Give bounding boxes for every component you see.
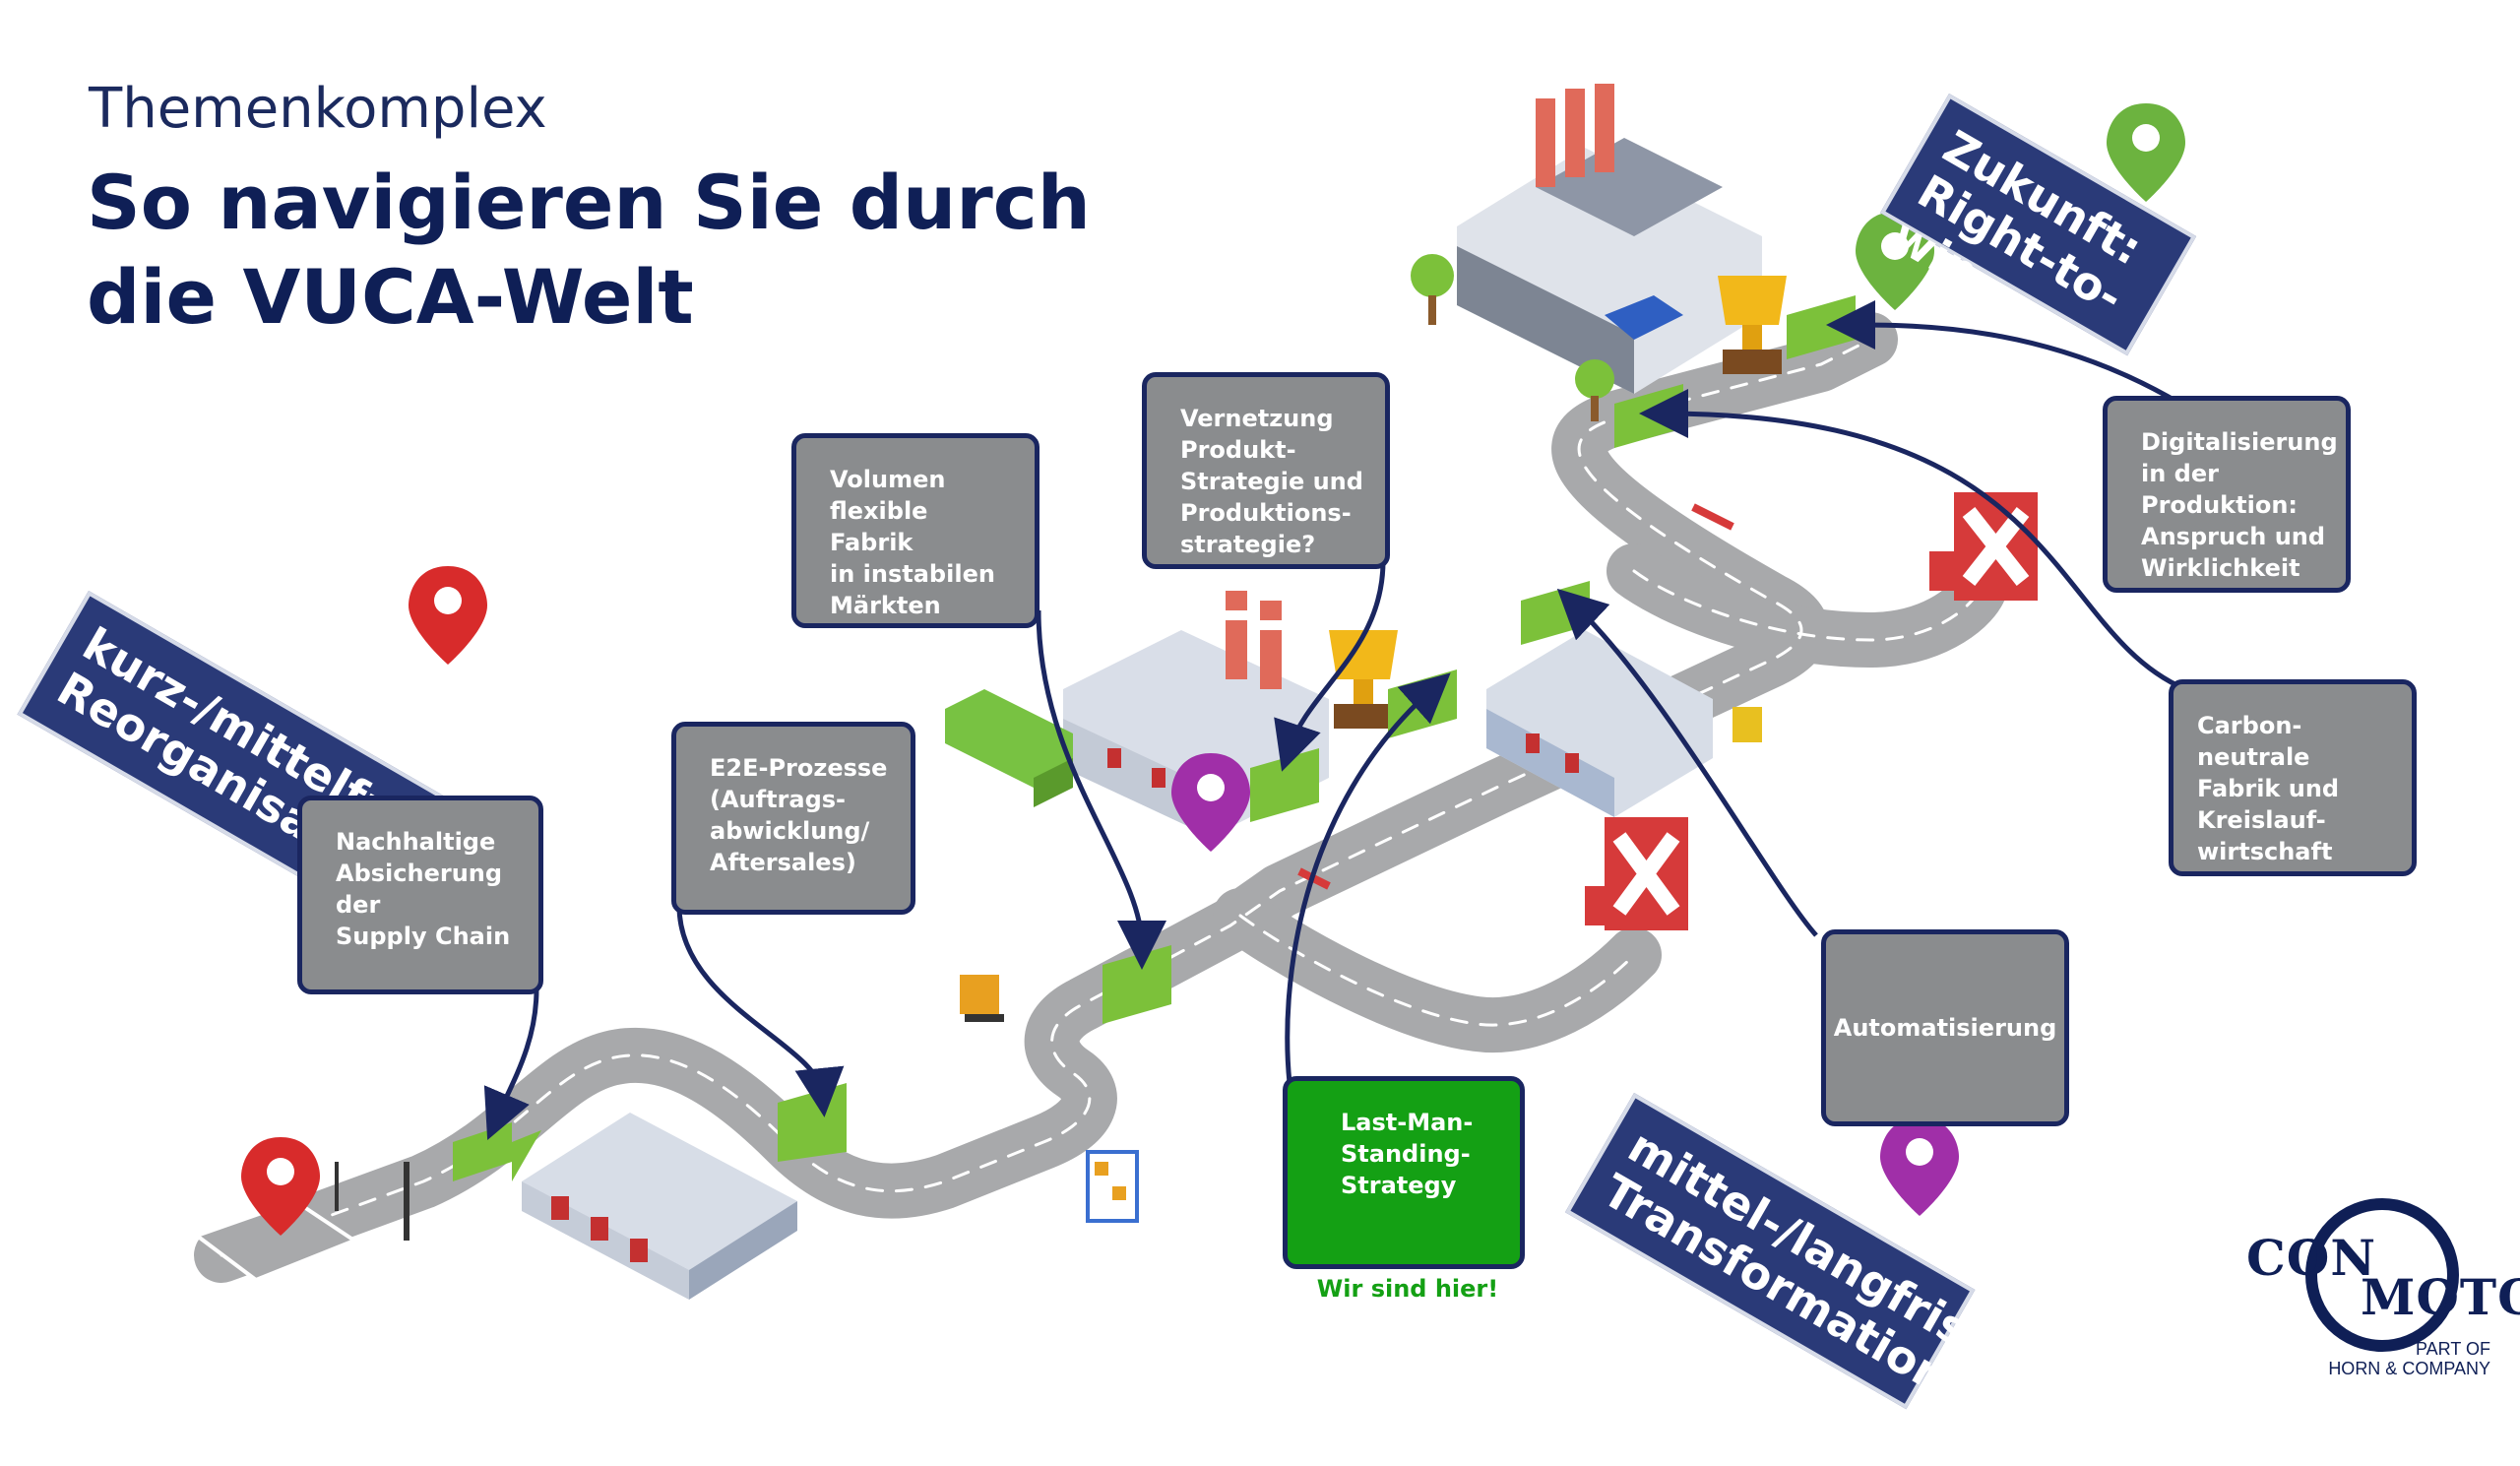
- logo-moto: MOTO: [2361, 1268, 2520, 1326]
- warehouse-icon: [522, 1113, 797, 1300]
- we-are-here-label: Wir sind hier!: [1316, 1275, 1499, 1303]
- trophy-icon: [1718, 276, 1787, 374]
- page-subtitle: Themenkomplex: [89, 77, 547, 141]
- map-pin-icon: [1171, 753, 1250, 852]
- x-cross-icon: [1605, 817, 1688, 930]
- box-supply-chain: Nachhaltige Absicherung der Supply Chain: [297, 796, 543, 994]
- truck-icon: [945, 689, 1073, 807]
- box-vernetzung: Vernetzung Produkt- Strategie und Produk…: [1142, 372, 1390, 569]
- x-cross-icon: [1954, 492, 2038, 601]
- trophy-icon: [1329, 630, 1398, 729]
- box-automatisierung: Automatisierung: [1821, 929, 2069, 1126]
- warehouse-icon: [1486, 630, 1713, 817]
- roadmap-infographic: Themenkomplex So navigieren Sie durch di…: [17, 77, 2520, 1410]
- box-e2e-processes: E2E-Prozesse (Auftrags- abwicklung/ Afte…: [671, 722, 915, 915]
- page-title: So navigieren Sie durch die VUCA-Welt: [87, 156, 1091, 345]
- map-pin-icon: [241, 1137, 320, 1236]
- map-pin-icon: [1880, 1117, 1959, 1216]
- tree-icon: [1411, 254, 1614, 421]
- box-volume-factory: Volumen flexible Fabrik in instabilen Mä…: [791, 433, 1040, 628]
- logo-subtitle: PART OF HORN & COMPANY: [2328, 1339, 2490, 1378]
- factory-icon: [1457, 84, 1762, 394]
- box-carbon-neutral: Carbon-neutrale Fabrik und Kreislauf- wi…: [2169, 679, 2417, 876]
- logo-con: CON: [2246, 1229, 2377, 1287]
- map-pin-icon: [409, 566, 487, 665]
- forklift-icon: [960, 707, 1762, 1022]
- road-map-canvas: [188, 84, 2459, 1352]
- box-last-man-standing: Last-Man- Standing- Strategy: [1283, 1076, 1525, 1269]
- road: [188, 306, 2012, 1289]
- connector-arrows: [483, 300, 2186, 1140]
- logo-ring: [2305, 1198, 2459, 1352]
- shelf-icon: [1086, 1150, 1139, 1223]
- map-pin-icon: [2107, 103, 2185, 202]
- page-title-line1: So navigieren Sie durch: [87, 159, 1091, 246]
- box-digitalisierung: Digitalisierung in der Produktion: Anspr…: [2103, 396, 2351, 593]
- page-title-line2: die VUCA-Welt: [87, 253, 694, 341]
